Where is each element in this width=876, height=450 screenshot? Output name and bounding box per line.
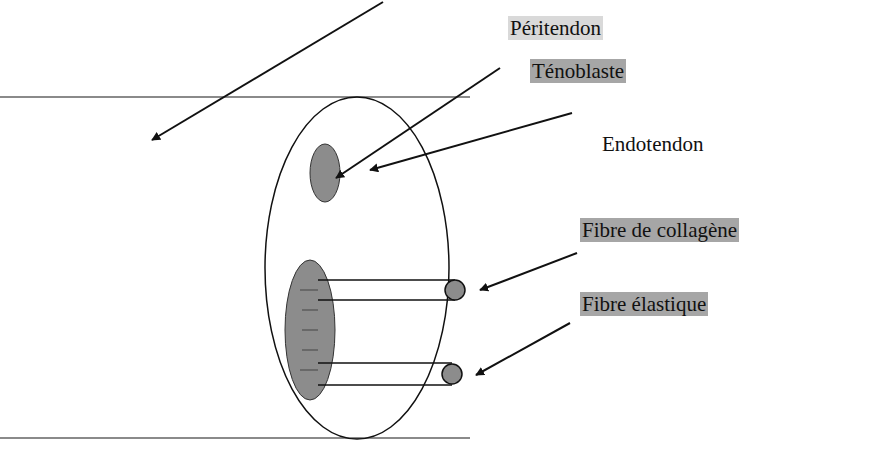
part-label: Endotendon [600, 132, 705, 156]
leader-arrows [152, 2, 577, 375]
collagen-fibre [318, 280, 465, 300]
bundle-hatching [300, 290, 318, 370]
fibre-bundle [285, 260, 335, 400]
tenoblast-cell [310, 144, 340, 202]
elastic-fibre [318, 363, 462, 385]
part-label: Ténoblaste [530, 59, 626, 83]
part-label: Péritendon [508, 16, 603, 40]
tendon-outline [0, 97, 470, 438]
tendon-section [265, 97, 449, 439]
part-label: Fibre élastique [580, 292, 708, 316]
part-label: Fibre de collagène [580, 218, 739, 242]
